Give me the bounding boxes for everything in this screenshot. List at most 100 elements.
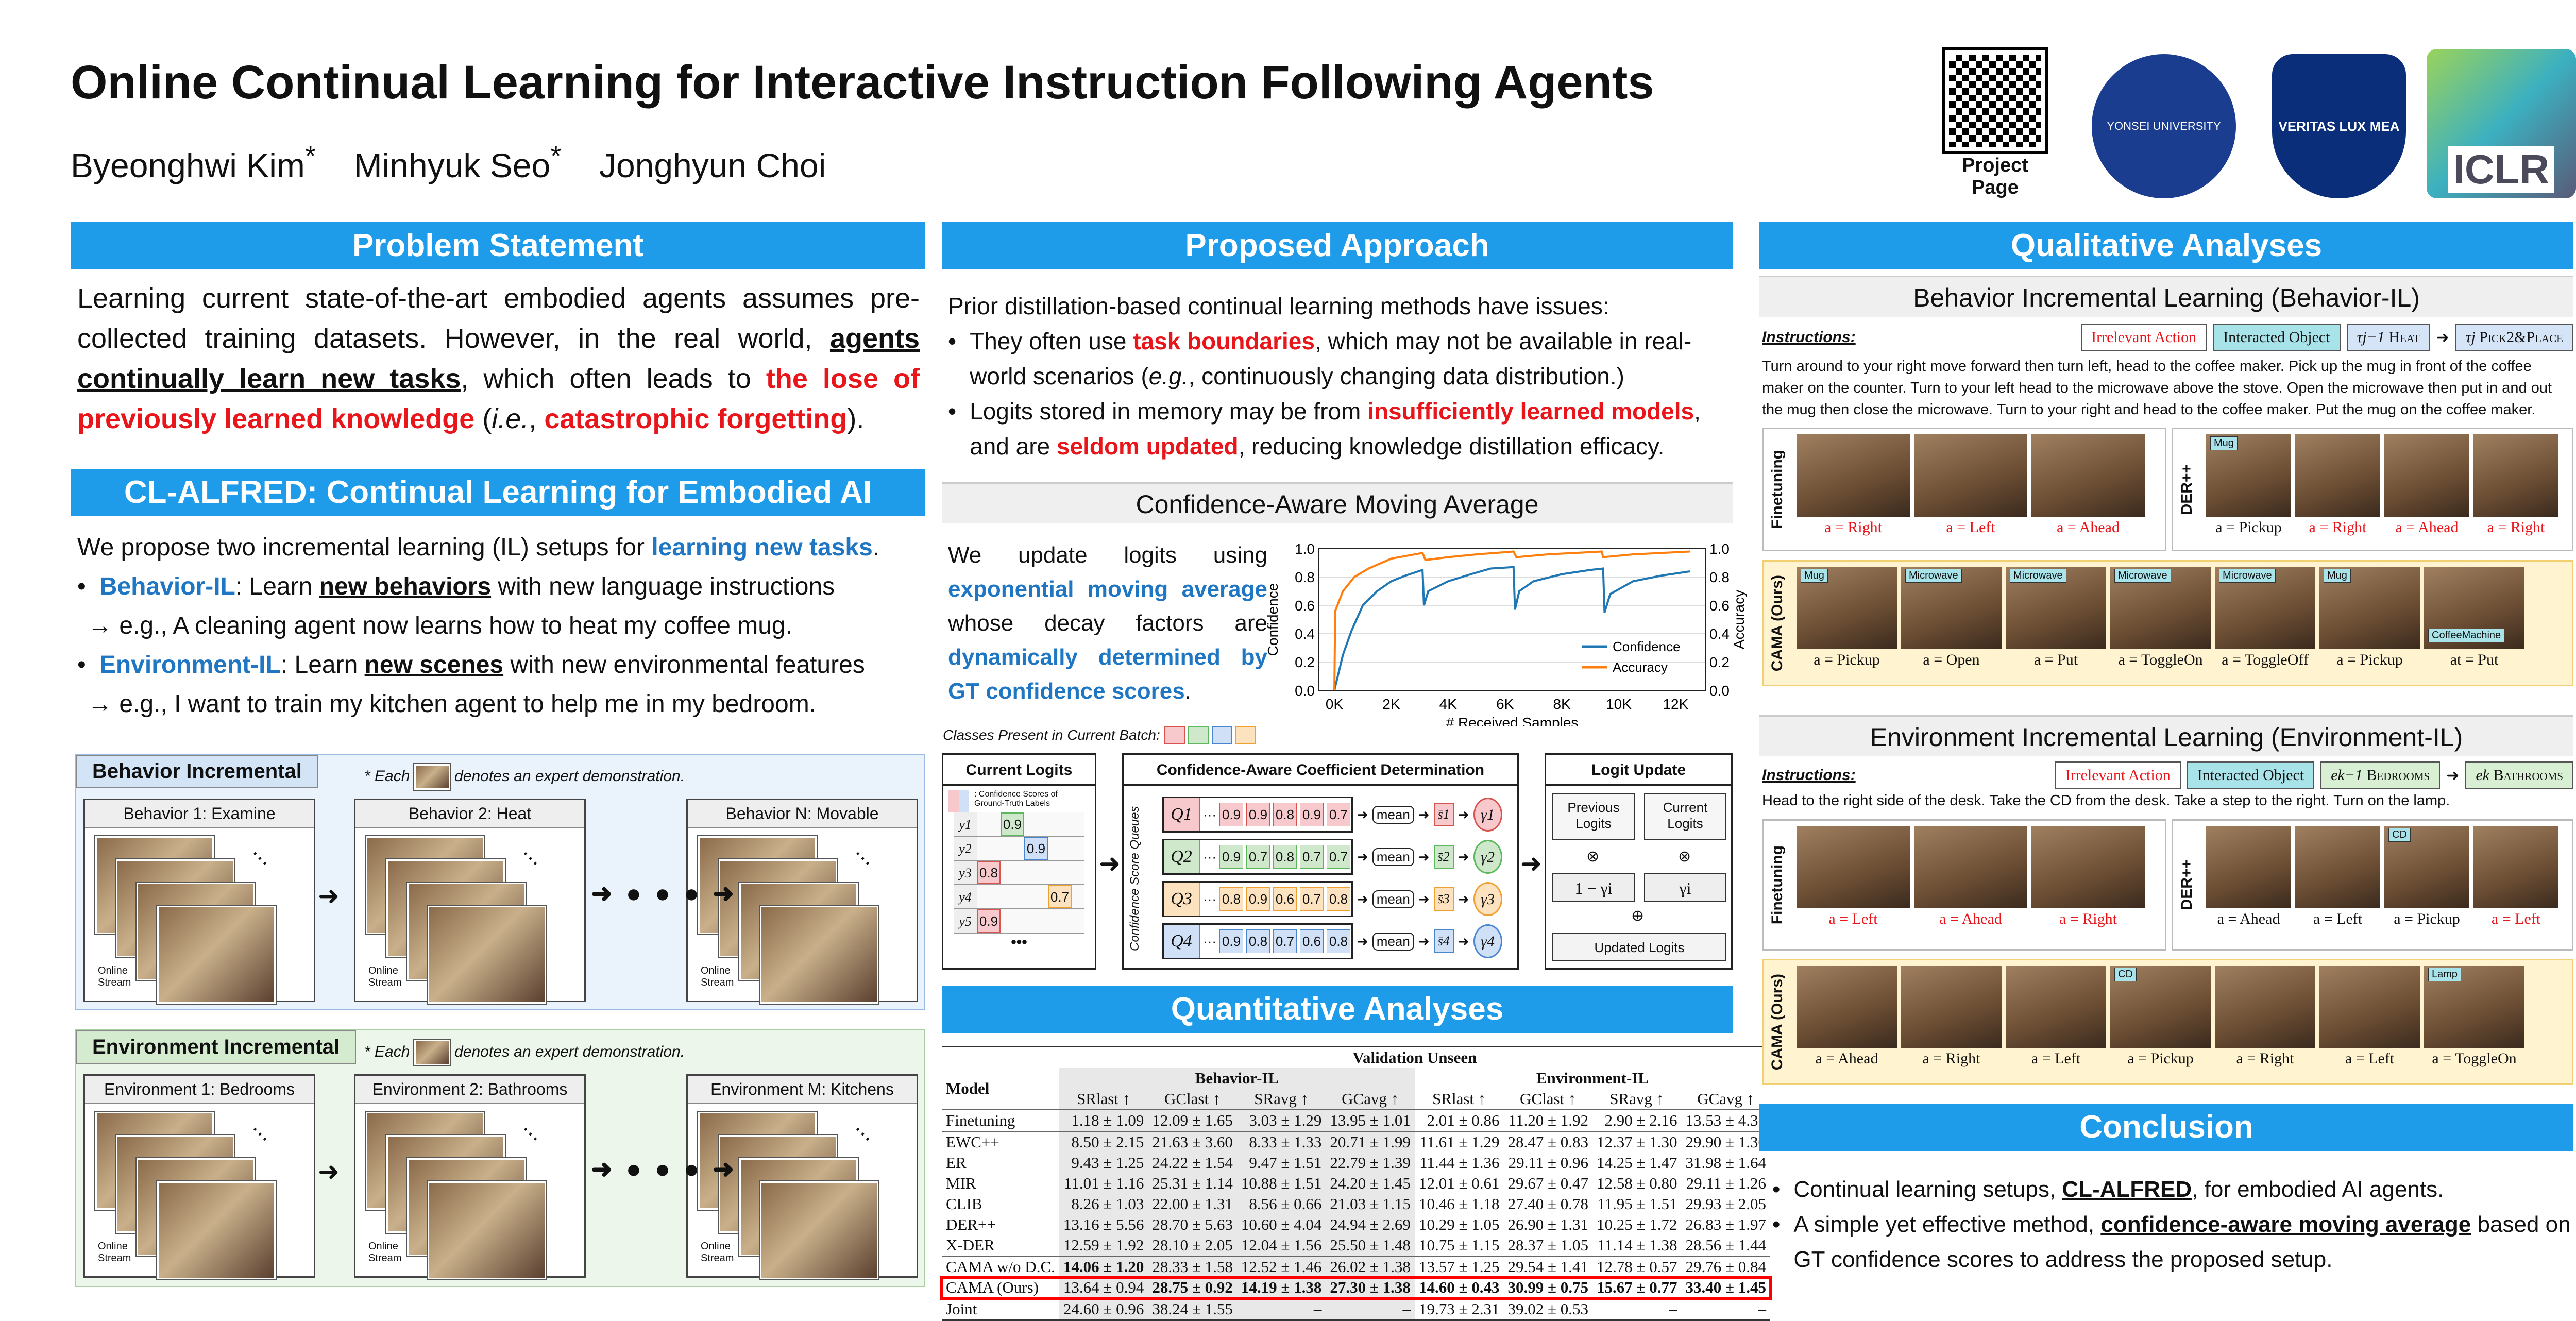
equal-mark: *: [550, 140, 562, 172]
problem-text: Learning current state-of-the-art embodi…: [77, 283, 920, 434]
ellipsis-icon: ⋯: [848, 843, 878, 874]
classes-present: Classes Present in Current Batch:: [943, 726, 1256, 744]
table-cell: –: [1326, 1298, 1415, 1320]
action-caption: a = Left: [1828, 910, 1878, 927]
y-tick-label: 0.0: [1295, 683, 1315, 699]
trajectory-frame: a = Ahead: [2384, 434, 2469, 536]
ellipsis-icon: ⋯: [245, 1119, 276, 1149]
queue-value: 0.9: [1219, 929, 1243, 953]
action-caption: a = Ahead: [2057, 519, 2120, 536]
table-cell: 29.90 ± 1.30: [1685, 1133, 1766, 1151]
action-caption: a = Right: [2059, 910, 2117, 927]
previous-logits: Previous Logits: [1552, 793, 1635, 840]
x-tick-label: 4K: [1439, 696, 1458, 712]
demo-image: [157, 906, 276, 1004]
class-swatch: [1164, 726, 1185, 744]
conclusion-text: •Continual learning setups, CL-ALFRED, f…: [1772, 1177, 2571, 1272]
multiply-icon: ⊗: [1586, 848, 1600, 865]
column-header: SRlast ↑: [1432, 1090, 1486, 1108]
arrow-icon: ➜: [1418, 891, 1430, 907]
model-name: CAMA (Ours): [946, 1278, 1039, 1296]
stage-label: Environment M: Kitchens: [688, 1076, 917, 1104]
queue-value: 0.9: [1246, 803, 1270, 826]
table-cell: 28.70 ± 5.63: [1148, 1214, 1237, 1235]
stream-label: Online Stream: [98, 965, 131, 988]
mean-op: mean: [1372, 805, 1414, 824]
table-cell: 29.67 ± 0.47: [1507, 1174, 1588, 1192]
arrow-icon: ➜: [1357, 806, 1368, 822]
table-cell: 28.33 ± 1.58: [1148, 1256, 1237, 1277]
arrow-icon: ➜: [1357, 933, 1368, 949]
class-swatch: [1188, 726, 1209, 744]
x-tick-label: 6K: [1496, 696, 1514, 712]
cama-text: We update logits using exponential movin…: [948, 543, 1267, 704]
label-y: y4: [954, 885, 977, 908]
confidence-legend: : Confidence Scores of Ground-Truth Labe…: [943, 786, 1095, 812]
table-cell: 12.52 ± 1.46: [1236, 1256, 1326, 1277]
box-note: * Each denotes an expert demonstration.: [364, 764, 685, 790]
table-cell: 24.20 ± 1.45: [1326, 1173, 1415, 1194]
arrow-icon: ➜: [1418, 933, 1430, 949]
trajectory-frame: a = Left: [1914, 434, 2027, 536]
frame-image: [1901, 966, 2002, 1048]
method-label: DER++: [2178, 464, 2195, 515]
queue-value: 0.7: [1273, 929, 1297, 953]
model-name: ER: [946, 1154, 967, 1172]
table-cell: 14.25 ± 1.47: [1596, 1154, 1677, 1172]
quant-header: Quantitative Analyses: [942, 986, 1733, 1033]
gamma-circle: γ2: [1473, 840, 1502, 874]
arrow-icon: ➜: [1357, 849, 1368, 865]
snu-logo-text: VERITAS LUX MEA: [2278, 118, 2400, 134]
table-cell: 20.71 ± 1.99: [1326, 1131, 1415, 1153]
table-cell: 26.83 ± 1.97: [1685, 1215, 1766, 1233]
y2-tick-label: 0.6: [1709, 598, 1730, 614]
qr-code[interactable]: [1942, 47, 2048, 154]
table-cell: 27.30 ± 1.38: [1326, 1277, 1415, 1298]
column-header: GClast ↑: [1148, 1089, 1237, 1110]
table-cell: 12.04 ± 1.56: [1236, 1235, 1326, 1256]
object-tag: CoffeeMachine: [2428, 629, 2505, 642]
author: Minhyuk Seo: [353, 146, 551, 184]
table-cell: 21.03 ± 1.15: [1326, 1194, 1415, 1214]
snu-logo: VERITAS LUX MEA: [2272, 54, 2406, 198]
problem-header: Problem Statement: [71, 222, 925, 269]
action-caption: a = Left: [2313, 910, 2363, 927]
table-cell: 11.95 ± 1.51: [1597, 1195, 1677, 1213]
action-caption: a = Right: [1922, 1050, 1980, 1067]
series-line-confidence: [1333, 566, 1690, 691]
object-tag: Microwave: [2114, 569, 2171, 583]
object-tag: Mug: [2324, 569, 2351, 583]
behavior-il-subheader: Behavior Incremental Learning (Behavior-…: [1759, 276, 2573, 317]
trajectory-frame: a = Right: [2473, 434, 2558, 536]
stream-label: Online Stream: [701, 1241, 734, 1264]
table-cell: 3.03 ± 1.29: [1236, 1110, 1326, 1131]
table-cell: 38.24 ± 1.55: [1148, 1298, 1237, 1320]
table-cell: 11.01 ± 1.16: [1059, 1173, 1148, 1194]
table-cell: 29.93 ± 2.05: [1685, 1195, 1766, 1213]
table-cell: 12.59 ± 1.92: [1059, 1235, 1148, 1256]
behavior-instruction-text: Turn around to your right move forward t…: [1762, 358, 2552, 418]
queue-value: 0.9: [1246, 887, 1270, 911]
legend-label: Accuracy: [1613, 659, 1668, 675]
queue-value: 0.7: [1299, 887, 1324, 911]
queue-value: 0.6: [1273, 887, 1297, 911]
table-cell: 11.44 ± 1.36: [1419, 1154, 1500, 1172]
column-header: GCavg ↑: [1697, 1090, 1755, 1108]
demo-image: [428, 1181, 546, 1279]
x-tick-label: 10K: [1606, 696, 1632, 712]
